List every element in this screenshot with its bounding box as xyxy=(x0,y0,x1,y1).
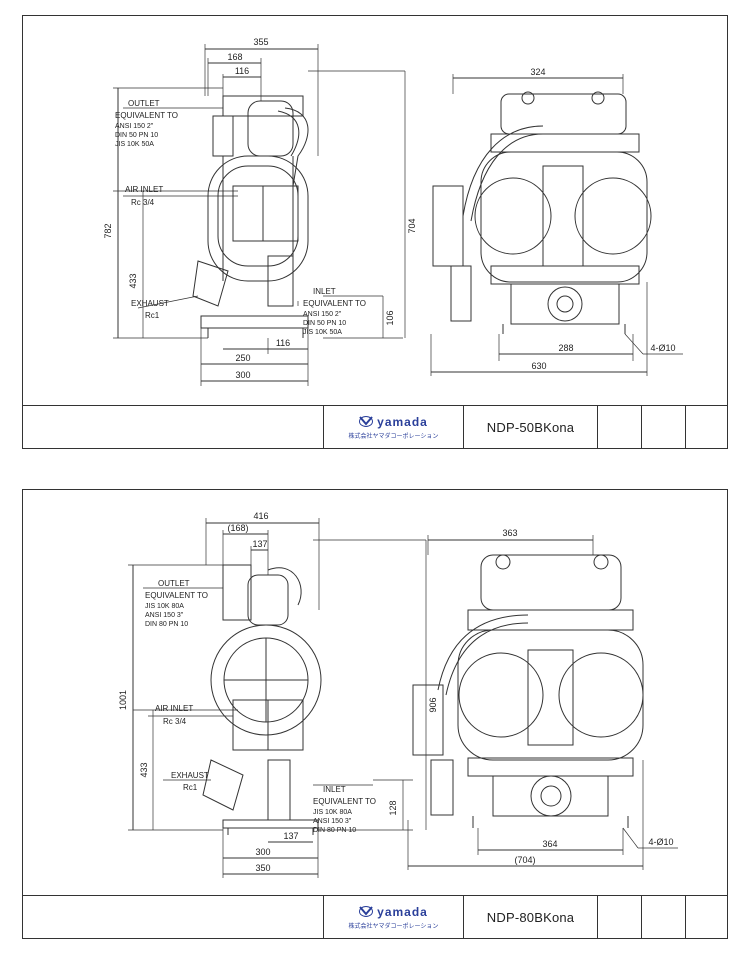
title-block-cell xyxy=(597,406,641,448)
label-outlet: OUTLET xyxy=(128,99,160,108)
company-logo: yamada 株式会社ヤマダコーポレーション xyxy=(323,406,463,448)
label-inlet-eq: EQUIVALENT TO xyxy=(313,797,376,806)
model-number: NDP-50BKona xyxy=(463,406,597,448)
label-exhaust-size: Rc1 xyxy=(183,783,198,792)
title-block-cell xyxy=(641,896,685,938)
dim-355: 355 xyxy=(253,37,268,47)
title-block-blank xyxy=(23,896,323,938)
label-inlet: INLET xyxy=(323,785,346,794)
dim-704: 704 xyxy=(407,218,417,233)
dim-128: 128 xyxy=(388,800,398,815)
title-block-1: yamada 株式会社ヤマダコーポレーション NDP-50BKona xyxy=(23,405,727,448)
label-inlet-2: ANSI 150 3" xyxy=(313,818,352,825)
dim-137-top: 137 xyxy=(252,539,267,549)
title-block-cell xyxy=(641,406,685,448)
dim-137-bot: 137 xyxy=(283,831,298,841)
dim-168: (168) xyxy=(227,523,248,533)
label-exhaust: EXHAUST xyxy=(171,771,209,780)
label-inlet-1: JIS 10K 80A xyxy=(313,809,352,816)
logo-subtext: 株式会社ヤマダコーポレーション xyxy=(348,923,439,930)
label-air-inlet: AIR INLET xyxy=(125,185,163,194)
label-exhaust-size: Rc1 xyxy=(145,311,160,320)
drawing-sheet-2: 416 (168) 137 1001 433 906 128 137 300 3… xyxy=(22,489,728,939)
pump-drawing-1: 355 168 116 782 433 704 106 116 250 300 … xyxy=(103,37,683,386)
label-inlet-1: ANSI 150 2" xyxy=(303,311,342,318)
dim-416: 416 xyxy=(253,511,268,521)
dim-288: 288 xyxy=(558,343,573,353)
dim-300: 300 xyxy=(235,370,250,380)
label-outlet-eq: EQUIVALENT TO xyxy=(115,111,178,120)
pump-drawing-2: 416 (168) 137 1001 433 906 128 137 300 3… xyxy=(118,511,678,878)
label-exhaust: EXHAUST xyxy=(131,299,169,308)
logo-text: yamada xyxy=(377,904,428,919)
dim-324: 324 xyxy=(530,67,545,77)
dim-350: 350 xyxy=(255,863,270,873)
title-block-cell xyxy=(685,896,727,938)
label-inlet: INLET xyxy=(313,287,336,296)
label-inlet-3: JIS 10K 50A xyxy=(303,329,342,336)
dim-250: 250 xyxy=(235,353,250,363)
label-outlet-2: DIN 50 PN 10 xyxy=(115,132,158,139)
logo-subtext: 株式会社ヤマダコーポレーション xyxy=(348,433,439,440)
dim-364: 364 xyxy=(542,839,557,849)
dim-holes: 4-Ø10 xyxy=(648,837,673,847)
dim-116-top: 116 xyxy=(235,66,249,76)
dim-300: 300 xyxy=(255,847,270,857)
dim-906: 906 xyxy=(428,697,438,712)
dim-433: 433 xyxy=(128,273,138,288)
drawing-sheet-1: 355 168 116 782 433 704 106 116 250 300 … xyxy=(22,15,728,449)
label-outlet-1: ANSI 150 2" xyxy=(115,123,154,130)
label-outlet-3: DIN 80 PN 10 xyxy=(145,621,188,628)
dim-168: 168 xyxy=(227,52,242,62)
label-air-inlet-size: Rc 3/4 xyxy=(163,717,187,726)
title-block-blank xyxy=(23,406,323,448)
label-air-inlet: AIR INLET xyxy=(155,704,193,713)
model-number: NDP-80BKona xyxy=(463,896,597,938)
dim-106: 106 xyxy=(385,310,395,325)
label-air-inlet-size: Rc 3/4 xyxy=(131,198,155,207)
label-outlet: OUTLET xyxy=(158,579,190,588)
dim-433: 433 xyxy=(139,762,149,777)
label-outlet-1: JIS 10K 80A xyxy=(145,603,184,610)
label-inlet-3: DIN 80 PN 10 xyxy=(313,827,356,834)
dim-363: 363 xyxy=(502,528,517,538)
dim-704: (704) xyxy=(514,855,535,865)
dim-116-bot: 116 xyxy=(276,338,290,348)
title-block-cell xyxy=(685,406,727,448)
label-outlet-2: ANSI 150 3" xyxy=(145,612,184,619)
yamada-logo-icon xyxy=(359,416,374,427)
title-block-cell xyxy=(597,896,641,938)
yamada-logo-icon xyxy=(359,906,374,917)
dim-782: 782 xyxy=(103,223,113,238)
dim-1001: 1001 xyxy=(118,690,128,710)
label-outlet-3: JIS 10K 50A xyxy=(115,141,154,148)
title-block-2: yamada 株式会社ヤマダコーポレーション NDP-80BKona xyxy=(23,895,727,938)
label-outlet-eq: EQUIVALENT TO xyxy=(145,591,208,600)
label-inlet-eq: EQUIVALENT TO xyxy=(303,299,366,308)
dim-holes: 4-Ø10 xyxy=(650,343,675,353)
dim-630: 630 xyxy=(531,361,546,371)
logo-text: yamada xyxy=(377,414,428,429)
company-logo: yamada 株式会社ヤマダコーポレーション xyxy=(323,896,463,938)
label-inlet-2: DIN 50 PN 10 xyxy=(303,320,346,327)
